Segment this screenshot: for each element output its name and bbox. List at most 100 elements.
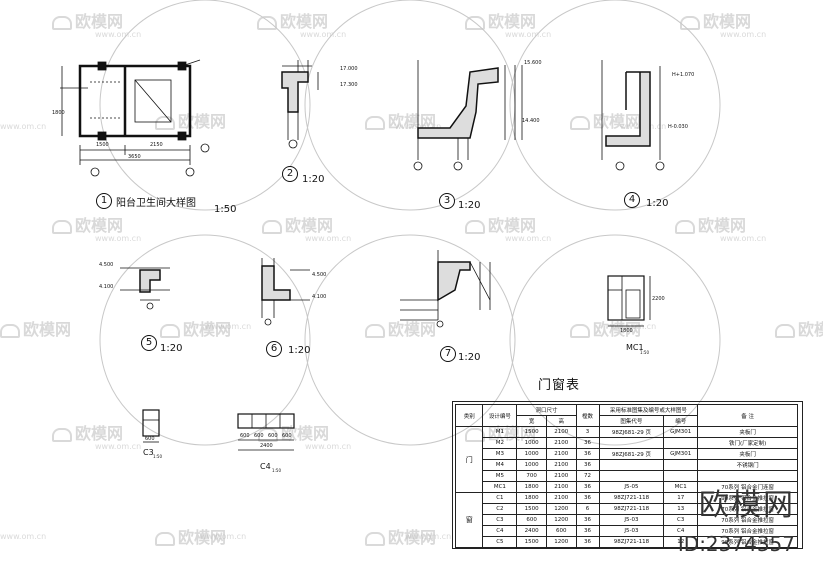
detail-5-section: [120, 267, 170, 310]
cell-atlas: J5-05: [598, 481, 665, 493]
cell-count: 36: [575, 481, 600, 493]
cell-atlas: [598, 437, 665, 449]
dim-label: 4.500: [99, 262, 114, 268]
dim-label: 3650: [128, 154, 141, 160]
detail-6-section: [261, 258, 310, 326]
dim-label: 14.400: [522, 118, 540, 124]
cell-count: 36: [575, 459, 600, 471]
cell-count: 36: [575, 492, 600, 504]
dim-label: 4.100: [312, 294, 327, 300]
dim-label: 17.300: [340, 82, 358, 88]
cell-number: [663, 459, 699, 471]
cell-count: 36: [575, 448, 600, 460]
cell-note: 铁门(厂家定制): [697, 437, 798, 449]
cell-note: 夹板门: [697, 426, 798, 438]
header-count: 樘数: [575, 404, 600, 427]
c4-part: 600: [254, 433, 264, 439]
c4-part: 600: [282, 433, 292, 439]
schedule-title: 门窗表: [538, 378, 581, 393]
cell-count: 3: [575, 426, 600, 438]
cell-code: M4: [482, 459, 518, 471]
cell-h: 2100: [545, 448, 577, 460]
c3-scale: 1:50: [153, 454, 162, 459]
cell-h: 2100: [545, 437, 577, 449]
cell-count: 6: [575, 503, 600, 515]
cell-h: 1200: [545, 536, 577, 548]
cell-w: 600: [516, 514, 547, 526]
cell-w: 1000: [516, 448, 547, 460]
watermark-arcs: [99, 0, 721, 446]
cell-atlas: [598, 459, 665, 471]
mc1-height: 2200: [652, 296, 665, 302]
detail-6-scale: 1:20: [288, 345, 311, 356]
header-ref: 采用标准图集及编号或大样图号: [598, 404, 699, 416]
detail-7-scale: 1:20: [458, 352, 481, 363]
header-width: 宽: [516, 415, 547, 427]
schedule-frame: [452, 401, 803, 549]
dim-label: 1800: [52, 110, 65, 116]
cell-number: 13: [663, 503, 699, 515]
cell-number: MC1: [663, 481, 699, 493]
c4-width: 2400: [260, 443, 273, 449]
cell-atlas: 98ZJ681-29 页: [598, 448, 665, 460]
cell-number: [663, 470, 699, 482]
c3-label: C3: [143, 448, 154, 457]
dim-label: 1500: [96, 142, 109, 148]
dim-label: H+1.070: [672, 72, 695, 78]
cell-count: 36: [575, 525, 600, 537]
cell-w: 1000: [516, 459, 547, 471]
header-size: 洞口尺寸: [516, 404, 577, 416]
door-window-schedule: 类别 设计编号 洞口尺寸 樘数 采用标准图集及编号或大样图号 备 注 宽 高 图…: [454, 404, 798, 548]
group-label: 窗: [454, 492, 484, 548]
cell-number: GJM301: [663, 426, 699, 438]
detail-5-scale: 1:20: [160, 343, 183, 354]
dim-label: 4.500: [312, 272, 327, 278]
c4-scale: 1:50: [272, 468, 281, 473]
cell-h: 2100: [545, 426, 577, 438]
header-note: 备 注: [697, 404, 798, 427]
c4-elevation: [237, 413, 295, 451]
cell-w: 1000: [516, 437, 547, 449]
mc1-width: 1800: [620, 328, 633, 334]
detail-4-section: [601, 60, 665, 171]
mc1-scale: 1:50: [640, 350, 649, 355]
c4-part: 600: [240, 433, 250, 439]
cell-atlas: [598, 470, 665, 482]
cell-h: 2100: [545, 470, 577, 482]
mc1-label: MC1: [626, 343, 644, 352]
cell-number: 12: [663, 536, 699, 548]
cell-w: 1800: [516, 492, 547, 504]
detail-1-scale: 1:50: [214, 204, 237, 215]
cell-count: 36: [575, 536, 600, 548]
detail-2-scale: 1:20: [302, 174, 325, 185]
c3-elevation: [142, 409, 160, 443]
detail-number-5: 5: [141, 335, 157, 351]
cell-h: 1200: [545, 503, 577, 515]
cell-note: 不锈钢门: [697, 459, 798, 471]
detail-3-scale: 1:20: [458, 200, 481, 211]
cell-atlas: 98ZJ721-118: [598, 492, 665, 504]
cell-code: C2: [482, 503, 518, 515]
cell-atlas: J5-03: [598, 514, 665, 526]
cell-atlas: 98ZJ721-118: [598, 536, 665, 548]
cell-count: 72: [575, 470, 600, 482]
header-height: 高: [545, 415, 577, 427]
cell-code: M2: [482, 437, 518, 449]
cell-number: [663, 437, 699, 449]
cell-w: 700: [516, 470, 547, 482]
cell-count: 36: [575, 437, 600, 449]
cell-code: M1: [482, 426, 518, 438]
cell-note: 夹板门: [697, 448, 798, 460]
cell-w: 1500: [516, 503, 547, 515]
cell-atlas: 98ZJ721-118: [598, 503, 665, 515]
cell-w: 1800: [516, 481, 547, 493]
